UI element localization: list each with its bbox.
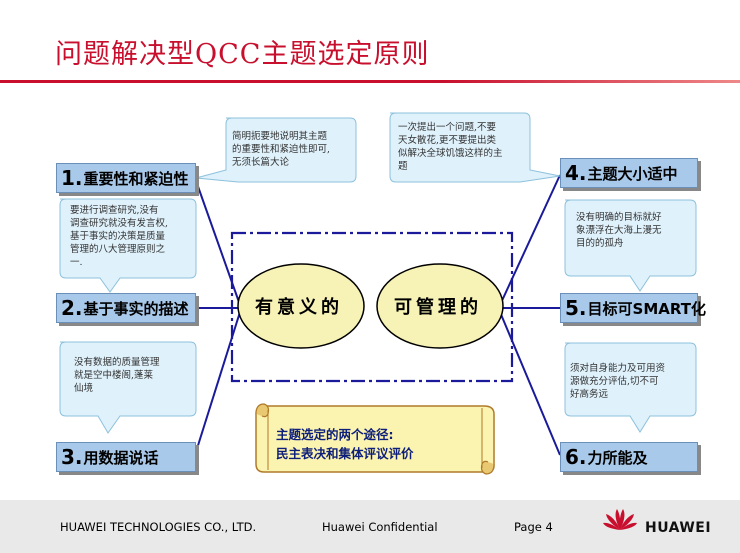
callout-2-shape — [59, 198, 197, 293]
callout-5-shape — [564, 199, 697, 292]
callout-2-line: 基于事实的决策是质量 — [70, 231, 166, 242]
callout-3: 没有数据的质量管理 就是空中楼阁,蓬莱 仙境 — [74, 356, 160, 395]
callout-4-line: 一次提出一个问题,不要 — [398, 122, 497, 133]
callout-5-line: 象漂浮在大海上漫无 — [576, 225, 662, 236]
callout-2-line: 管理的八大管理原则之 — [70, 244, 166, 255]
callout-1: 简明扼要地说明其主题 的重要性和紧迫性即可, 无须长篇大论 — [232, 130, 330, 169]
callout-5: 没有明确的目标就好 象漂浮在大海上漫无 目的的孤舟 — [576, 211, 662, 250]
callout-3-line: 仙境 — [74, 383, 94, 394]
principle-4-text: 主题大小适中 — [587, 164, 678, 183]
callout-3-shape — [59, 341, 197, 434]
callout-5-line: 目的的孤舟 — [576, 238, 624, 249]
footer-confidential: Huawei Confidential — [322, 520, 438, 534]
callout-5-line: 没有明确的目标就好 — [576, 212, 662, 223]
connector-4 — [499, 174, 561, 306]
scroll-line-1: 主题选定的两个途径: — [276, 427, 394, 442]
connector-1 — [194, 177, 241, 306]
left-connectors — [194, 177, 241, 456]
principle-4-label: 4. 主题大小适中 — [560, 158, 698, 188]
principle-6-text: 力所能及 — [587, 448, 648, 467]
callout-3-line: 就是空中楼阁,蓬莱 — [74, 370, 154, 381]
principle-5-number: 5. — [565, 296, 587, 320]
callout-6-line: 好高务远 — [570, 389, 609, 400]
callout-6-shape — [564, 342, 697, 433]
ellipse-manageable — [376, 263, 504, 349]
principle-3-text: 用数据说话 — [83, 448, 159, 467]
callout-4-line: 似解决全球饥饿这样的主 — [398, 148, 503, 159]
principle-5-text: 目标可SMART化 — [587, 299, 706, 318]
principle-6-label: 6. 力所能及 — [560, 442, 698, 472]
scroll-line-2: 民主表决和集体评议评价 — [276, 446, 414, 461]
huawei-logo-text: HUAWEI — [645, 520, 712, 536]
callout-2: 要进行调查研究,没有 调查研究就没有发言权, 基于事实的决策是质量 管理的八大管… — [70, 204, 168, 269]
scroll-content: 主题选定的两个途径: 民主表决和集体评议评价 — [276, 425, 414, 463]
footer-company: HUAWEI TECHNOLOGIES CO., LTD. — [60, 520, 257, 534]
callout-4: 一次提出一个问题,不要 天女散花,更不要提出类 似解决全球饥饿这样的主 题 — [398, 121, 503, 173]
callout-shapes — [59, 112, 697, 434]
title-underline — [0, 80, 740, 83]
principle-1-label: 1. 重要性和紧迫性 — [56, 163, 196, 193]
connector-3 — [194, 311, 241, 456]
callout-2-line: 一. — [70, 257, 83, 268]
callout-1-shape — [195, 117, 357, 183]
callout-6: 须对自身能力及可用资 源做充分评估,切不可 好高务远 — [570, 362, 665, 401]
meaningful-text: 有意义的 — [255, 297, 343, 318]
callout-4-shape — [389, 112, 561, 183]
principle-1-number: 1. — [61, 166, 83, 190]
manageable-text: 可管理的 — [394, 297, 482, 318]
callout-6-line: 须对自身能力及可用资 — [570, 363, 666, 374]
principle-2-number: 2. — [61, 296, 83, 320]
callout-1-line: 简明扼要地说明其主题 — [232, 131, 328, 142]
huawei-logo-icon — [603, 509, 637, 530]
callout-4-line: 天女散花,更不要提出类 — [398, 135, 497, 146]
footer-page-number: Page 4 — [514, 520, 553, 534]
principle-2-text: 基于事实的描述 — [83, 299, 189, 318]
principle-1-text: 重要性和紧迫性 — [83, 169, 189, 188]
callout-6-line: 源做充分评估,切不可 — [570, 376, 659, 387]
callout-2-line: 要进行调查研究,没有 — [70, 205, 159, 216]
ellipse-meaningful — [237, 263, 365, 349]
principle-5-label: 5. 目标可SMART化 — [560, 293, 706, 323]
callout-3-line: 没有数据的质量管理 — [74, 357, 160, 368]
connector-6 — [499, 311, 561, 456]
principle-3-number: 3. — [61, 445, 83, 469]
callout-1-line: 的重要性和紧迫性即可, — [232, 144, 331, 155]
page-title: 问题解决型QCC主题选定原则 — [55, 39, 430, 70]
callout-1-line: 无须长篇大论 — [232, 157, 290, 168]
right-connectors — [499, 174, 561, 456]
principle-4-number: 4. — [565, 161, 587, 185]
center-frame — [230, 231, 514, 383]
principle-6-number: 6. — [565, 445, 587, 469]
scroll-banner — [255, 403, 495, 475]
callout-2-line: 调查研究就没有发言权, — [70, 218, 169, 229]
principle-3-label: 3. 用数据说话 — [56, 442, 196, 472]
principle-2-label: 2. 基于事实的描述 — [56, 293, 196, 323]
callout-4-line: 题 — [398, 161, 408, 172]
